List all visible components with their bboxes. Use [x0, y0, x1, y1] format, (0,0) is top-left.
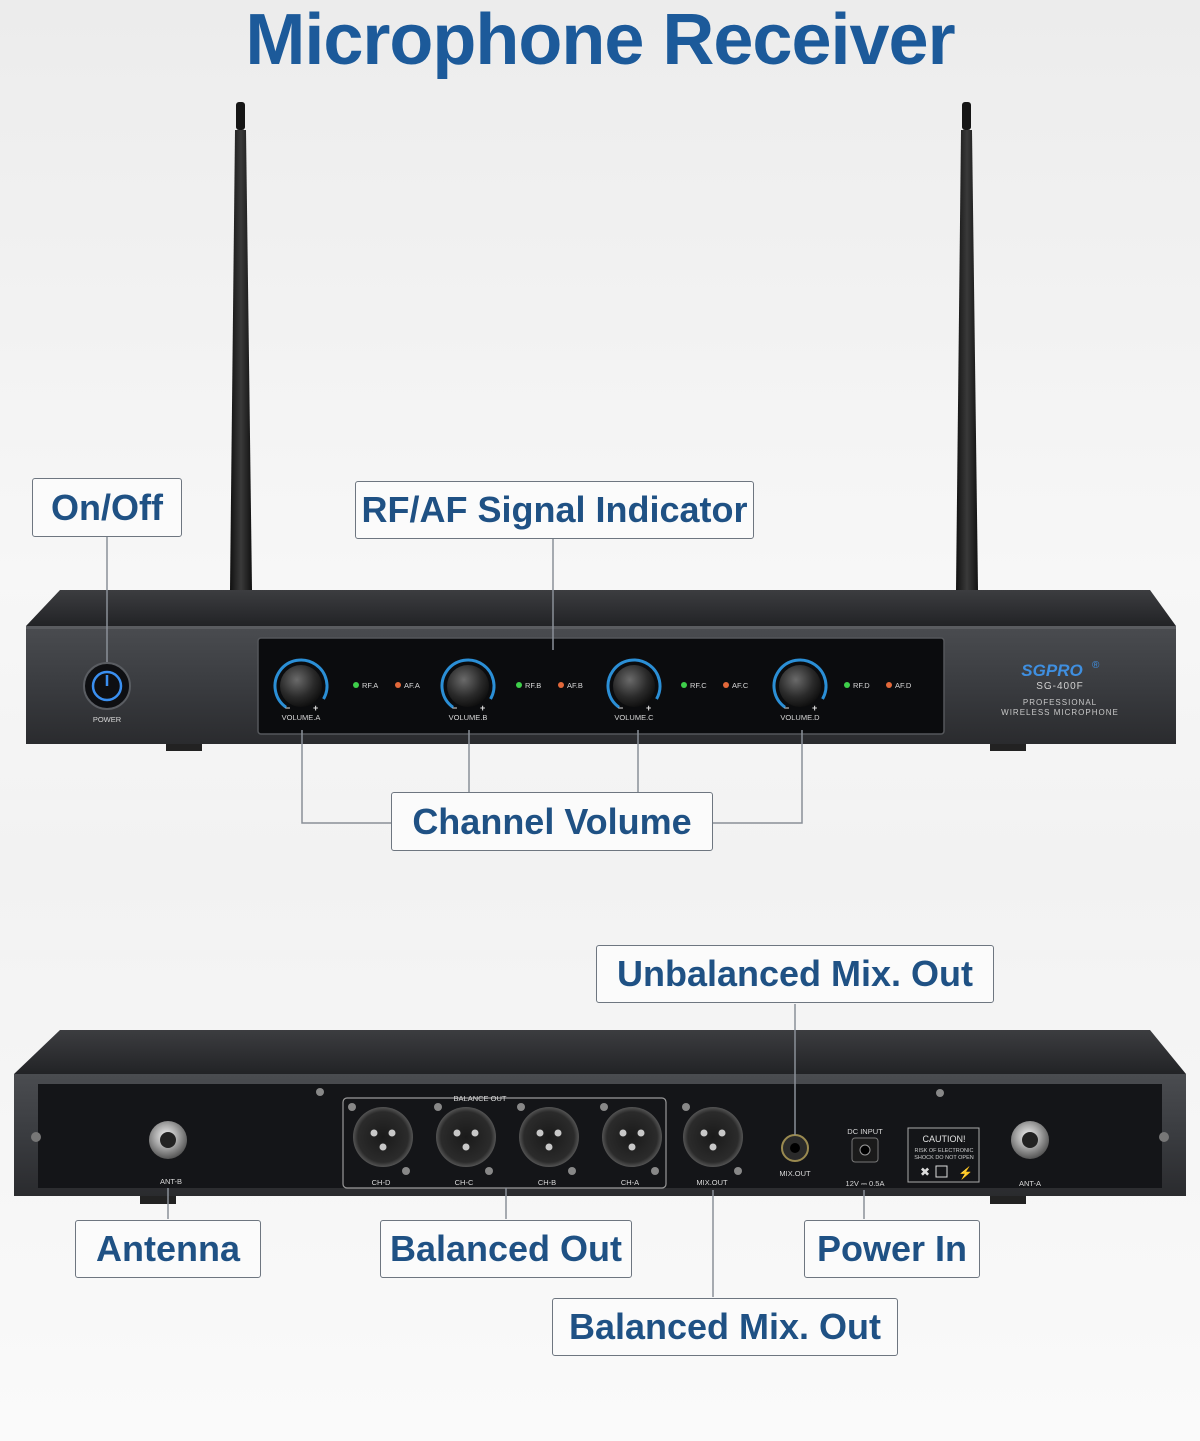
- af-d-label: AF.D: [895, 681, 912, 690]
- xlr-ch-b: [519, 1107, 579, 1167]
- led-rf-a: [353, 682, 359, 688]
- bin-icon: [935, 1165, 948, 1178]
- rf-d-label: RF.D: [853, 681, 870, 690]
- xlr-ch-a: [602, 1107, 662, 1167]
- caution-text-1: RISK OF ELECTRONIC: [915, 1148, 974, 1154]
- model-label: SG-400F: [1036, 681, 1084, 692]
- dc-input-label: DC INPUT: [847, 1127, 883, 1136]
- rf-a-label: RF.A: [362, 681, 378, 690]
- leader-lines-front: [106, 537, 803, 824]
- callout-unbalanced-mix-out: Unbalanced Mix. Out: [596, 945, 994, 1003]
- af-c-label: AF.C: [732, 681, 749, 690]
- led-af-a: [395, 682, 401, 688]
- led-af-d: [886, 682, 892, 688]
- page-title: Microphone Receiver: [245, 0, 955, 80]
- knob-d-minus: −: [784, 703, 789, 713]
- callout-balanced-mix-out: Balanced Mix. Out: [552, 1298, 898, 1356]
- callout-channel-volume: Channel Volume: [391, 792, 713, 851]
- caution-title: CAUTION!: [922, 1134, 965, 1144]
- port-ch-c-label: CH-C: [455, 1178, 474, 1187]
- port-ch-a-label: CH-A: [621, 1178, 639, 1187]
- callout-power-in: Power In: [804, 1220, 980, 1278]
- knob-d-plus: +: [812, 703, 817, 713]
- led-rf-b: [516, 682, 522, 688]
- antenna-left: [230, 102, 252, 590]
- leader-lines-rear: [167, 1004, 865, 1297]
- callout-on-off: On/Off: [32, 478, 182, 537]
- power-label: POWER: [93, 715, 122, 724]
- knob-c-plus: +: [646, 703, 651, 713]
- ant-b-connector: [149, 1121, 187, 1159]
- led-af-c: [723, 682, 729, 688]
- volume-b-label: VOLUME.B: [449, 713, 488, 722]
- volume-d-label: VOLUME.D: [780, 713, 820, 722]
- xlr-mix-out: [683, 1107, 743, 1167]
- brand-logo: SGPRO: [1021, 661, 1082, 680]
- rf-c-label: RF.C: [690, 681, 707, 690]
- mix-out-jack: [781, 1134, 809, 1162]
- knob-b-minus: −: [452, 703, 457, 713]
- tools-icon: ✖: [920, 1165, 930, 1179]
- port-ch-d-label: CH-D: [372, 1178, 391, 1187]
- caution-label-box: [907, 1127, 980, 1183]
- mix-out-xlr-label: MIX.OUT: [696, 1178, 728, 1187]
- knob-a-plus: +: [313, 703, 318, 713]
- rear-unit: [14, 1030, 1186, 1204]
- af-a-label: AF.A: [404, 681, 420, 690]
- led-rf-c: [681, 682, 687, 688]
- shock-icon: ⚡: [958, 1166, 973, 1180]
- dc-input-jack: [851, 1137, 879, 1163]
- caution-text-2: SHOCK DO NOT OPEN: [914, 1155, 974, 1161]
- xlr-ch-c: [436, 1107, 496, 1167]
- antenna-right: [956, 102, 978, 590]
- professional-label: PROFESSIONAL: [1023, 698, 1097, 707]
- knob-a: [273, 658, 329, 714]
- af-b-label: AF.B: [567, 681, 583, 690]
- wireless-label: WIRELESS MICROPHONE: [1001, 708, 1119, 717]
- front-unit: [26, 590, 1176, 751]
- balance-out-label: BALANCE OUT: [454, 1094, 507, 1103]
- knob-a-minus: −: [285, 703, 290, 713]
- ant-a-connector: [1011, 1121, 1049, 1159]
- volume-a-label: VOLUME.A: [282, 713, 321, 722]
- callout-antenna: Antenna: [75, 1220, 261, 1278]
- led-rf-d: [844, 682, 850, 688]
- ant-a-label: ANT-A: [1019, 1179, 1041, 1188]
- knob-c-minus: −: [618, 703, 623, 713]
- led-af-b: [558, 682, 564, 688]
- mix-out-jack-label: MIX.OUT: [779, 1169, 811, 1178]
- knob-b: [440, 658, 496, 714]
- knob-b-plus: +: [480, 703, 485, 713]
- xlr-ch-d: [353, 1107, 413, 1167]
- rf-b-label: RF.B: [525, 681, 541, 690]
- port-ch-b-label: CH-B: [538, 1178, 556, 1187]
- dc-rating-label: 12V ⎓ 0.5A: [846, 1179, 885, 1188]
- ant-b-label: ANT-B: [160, 1177, 182, 1186]
- volume-c-label: VOLUME.C: [614, 713, 654, 722]
- callout-rf-af-indicator: RF/AF Signal Indicator: [355, 481, 754, 539]
- brand-mark: ®: [1092, 660, 1100, 671]
- power-icon: [91, 670, 123, 702]
- callout-balanced-out: Balanced Out: [380, 1220, 632, 1278]
